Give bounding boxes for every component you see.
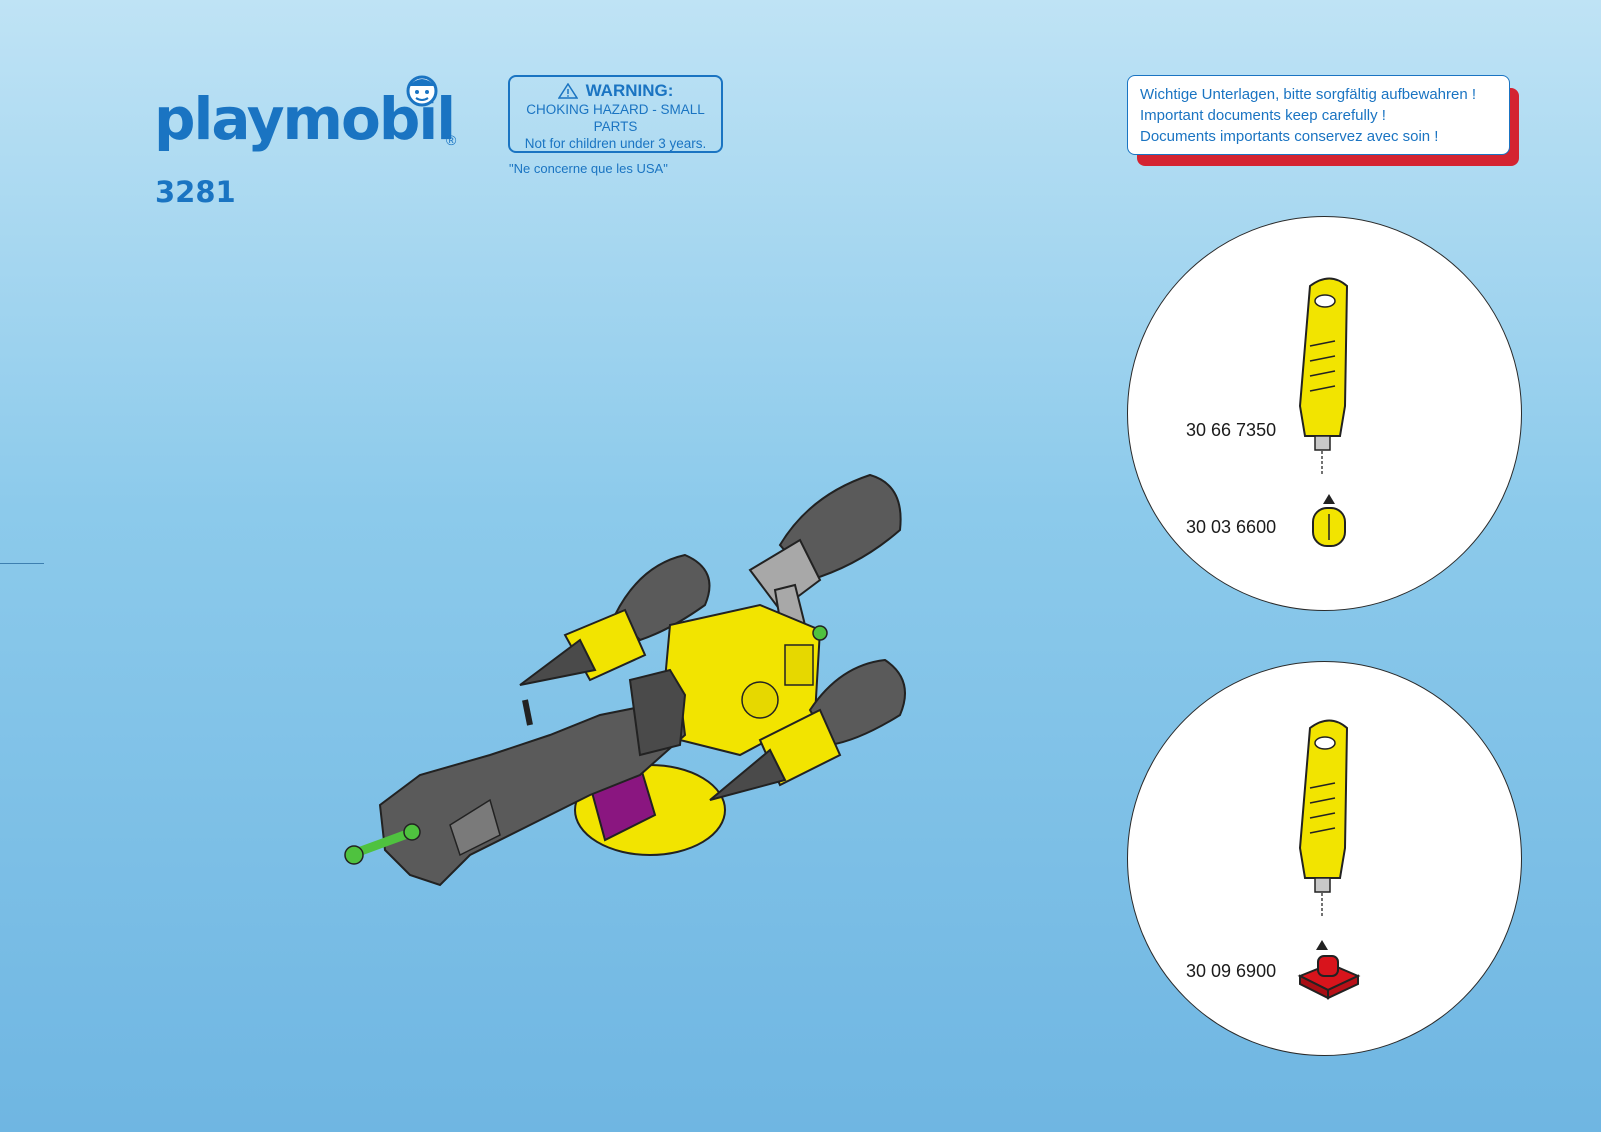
registered-mark: ® (446, 132, 457, 148)
jet-scooter-illustration (344, 473, 906, 887)
figure-head-icon (406, 75, 438, 107)
page-divider (0, 563, 44, 564)
notice-line-en: Important documents keep carefully ! (1140, 107, 1386, 124)
warning-title: WARNING: (510, 81, 721, 101)
warning-box: WARNING: CHOKING HAZARD - SMALL PARTS No… (508, 75, 723, 153)
playmobil-logo: playmobil ® (150, 72, 470, 212)
warning-triangle-icon (557, 83, 578, 99)
part-number: 30 09 6900 (1186, 961, 1277, 981)
yellow-connector-part (1312, 494, 1346, 547)
warning-line: Not for children under 3 years. (524, 136, 707, 151)
yellow-handle-part (1298, 277, 1349, 474)
part-number: 30 03 6600 (1186, 517, 1277, 537)
red-base-part (1297, 940, 1361, 1000)
notice-line-de: Wichtige Unterlagen, bitte sorgfältig au… (1140, 86, 1477, 103)
warning-line: CHOKING HAZARD - SMALL PARTS (526, 102, 705, 134)
brand-wordmark: playmobil (154, 85, 456, 153)
part-number: 30 66 7350 (1186, 420, 1277, 440)
notice-line-fr: Documents importants conservez avec soin… (1140, 128, 1439, 145)
rocket-nozzle-left (613, 553, 711, 642)
rocket-nozzle-right (808, 658, 906, 747)
yellow-handle-part (1298, 719, 1349, 916)
warning-title-text: WARNING: (585, 81, 674, 100)
rocket-nozzle-top (778, 473, 902, 582)
model-number: 3281 (155, 175, 236, 209)
documents-notice: Wichtige Unterlagen, bitte sorgfältig au… (1127, 75, 1510, 155)
seat-back (628, 668, 687, 757)
warning-note: "Ne concerne que les USA" (509, 161, 668, 176)
